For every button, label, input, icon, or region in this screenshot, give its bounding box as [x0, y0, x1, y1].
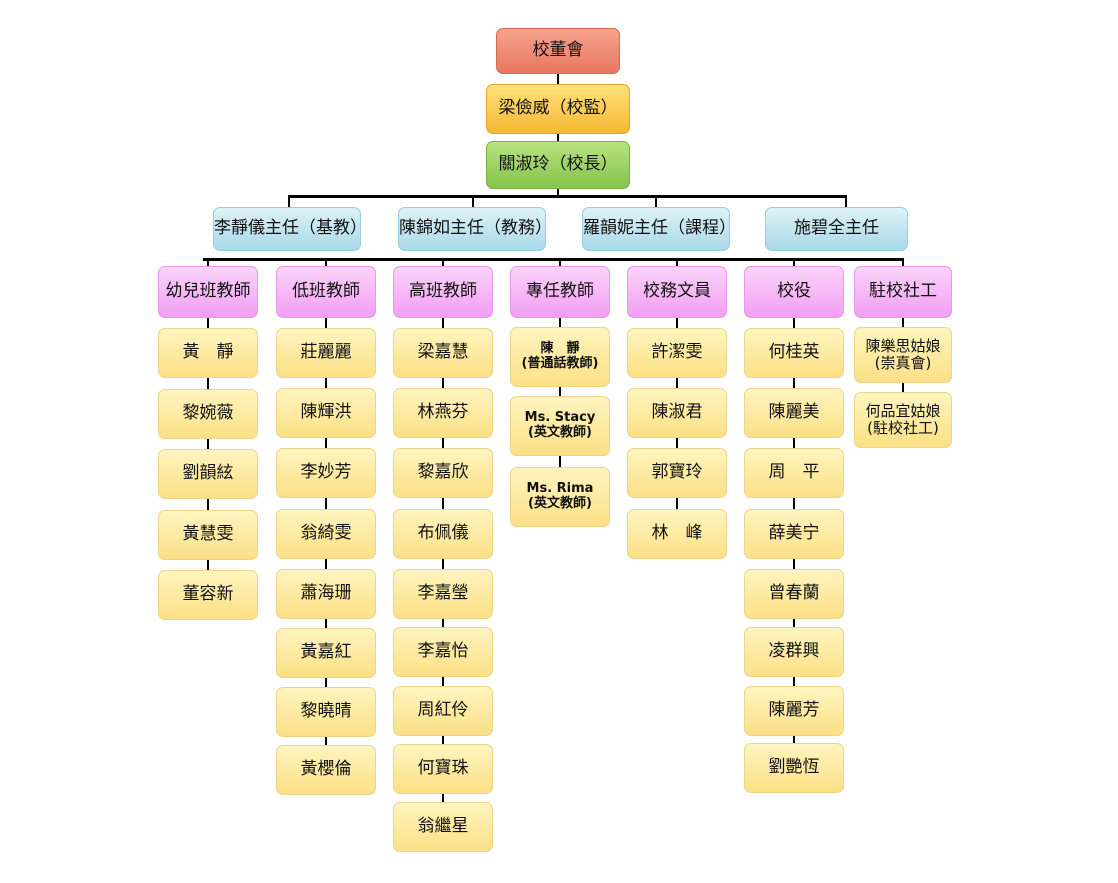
supervisor-box: 梁儉威（校監） — [486, 84, 630, 134]
directors-bar — [288, 195, 847, 198]
staff-box: 布佩儀 — [393, 509, 493, 559]
staff-box: 黎嘉欣 — [393, 448, 493, 498]
staff-box: 何桂英 — [744, 328, 844, 378]
staff-box: 陳輝洪 — [276, 388, 376, 438]
group-header-4: 專任教師 — [510, 266, 610, 318]
staff-box: 周 平 — [744, 448, 844, 498]
board-box: 校董會 — [496, 28, 620, 74]
staff-box: 凌群興 — [744, 627, 844, 677]
staff-box: 黃櫻倫 — [276, 745, 376, 795]
staff-box: 劉艷恆 — [744, 743, 844, 793]
director-drop-3 — [655, 195, 657, 209]
staff-box: 林 峰 — [627, 509, 727, 559]
staff-box: 何品宜姑娘(駐校社工) — [854, 392, 952, 448]
staff-box: 林燕芬 — [393, 388, 493, 438]
staff-box: 陳淑君 — [627, 388, 727, 438]
column-line-3 — [442, 318, 444, 806]
director-box-3: 羅韻妮主任（課程） — [582, 207, 736, 251]
group-drop-4 — [559, 258, 561, 266]
staff-box: 梁嘉慧 — [393, 328, 493, 378]
staff-box: 劉韻絃 — [158, 449, 258, 499]
director-box-1: 李靜儀主任（基教） — [213, 207, 367, 251]
staff-box: 薛美宁 — [744, 509, 844, 559]
staff-box: 翁繼星 — [393, 802, 493, 852]
staff-box: 陳樂思姑娘(崇真會) — [854, 327, 952, 383]
staff-box: 許潔雯 — [627, 328, 727, 378]
staff-box: 李妙芳 — [276, 448, 376, 498]
staff-box: 莊麗麗 — [276, 328, 376, 378]
staff-box: 李嘉怡 — [393, 627, 493, 677]
principal-box: 關淑玲（校長） — [486, 141, 630, 189]
staff-box: 翁綺雯 — [276, 509, 376, 559]
staff-name: 陳 靜 — [540, 341, 580, 357]
staff-name: Ms. Rima — [526, 481, 594, 497]
staff-role: (普通話教師) — [521, 356, 599, 371]
director-drop-4 — [845, 195, 847, 209]
group-drop-1 — [207, 258, 209, 266]
staff-box: 陳麗美 — [744, 388, 844, 438]
group-header-7: 駐校社工 — [854, 266, 952, 318]
staff-name: Ms. Stacy — [524, 410, 596, 426]
staff-role: (崇真會) — [874, 354, 932, 372]
group-header-1: 幼兒班教師 — [158, 266, 258, 318]
column-line-1 — [207, 318, 209, 574]
staff-box: 黃 靜 — [158, 328, 258, 378]
group-header-2: 低班教師 — [276, 266, 376, 318]
staff-role: (駐校社工) — [867, 419, 939, 437]
staff-box: 何寶珠 — [393, 744, 493, 794]
staff-box: 陳 靜(普通話教師) — [510, 327, 610, 387]
staff-box: 周紅伶 — [393, 686, 493, 736]
staff-box: 黎曉晴 — [276, 687, 376, 737]
group-drop-7 — [902, 258, 904, 266]
staff-role: (英文教師) — [528, 425, 592, 440]
staff-box: 董容新 — [158, 570, 258, 620]
group-drop-6 — [793, 258, 795, 266]
group-drop-5 — [676, 258, 678, 266]
group-header-3: 高班教師 — [393, 266, 493, 318]
director-drop-2 — [472, 195, 474, 209]
staff-box: 曾春蘭 — [744, 569, 844, 619]
staff-box: 黃嘉紅 — [276, 628, 376, 678]
staff-box: 黎婉薇 — [158, 389, 258, 439]
staff-box: 黃慧雯 — [158, 510, 258, 560]
director-drop-1 — [288, 195, 290, 209]
group-header-5: 校務文員 — [627, 266, 727, 318]
director-box-4: 施碧全主任 — [765, 207, 908, 251]
staff-role: (英文教師) — [528, 496, 592, 511]
group-header-6: 校役 — [744, 266, 844, 318]
staff-box: Ms. Rima(英文教師) — [510, 467, 610, 527]
staff-name: 何品宜姑娘 — [865, 401, 941, 420]
director-box-2: 陳錦如主任（教務） — [398, 207, 552, 251]
spine-line — [557, 72, 559, 196]
staff-box: 蕭海珊 — [276, 569, 376, 619]
staff-box: 郭寶玲 — [627, 448, 727, 498]
staff-box: 陳麗芳 — [744, 686, 844, 736]
group-drop-3 — [442, 258, 444, 266]
staff-box: 李嘉瑩 — [393, 569, 493, 619]
staff-box: Ms. Stacy(英文教師) — [510, 396, 610, 456]
column-line-4 — [559, 318, 561, 471]
groups-bar — [203, 258, 903, 261]
group-drop-2 — [325, 258, 327, 266]
staff-name: 陳樂思姑娘 — [865, 336, 941, 355]
